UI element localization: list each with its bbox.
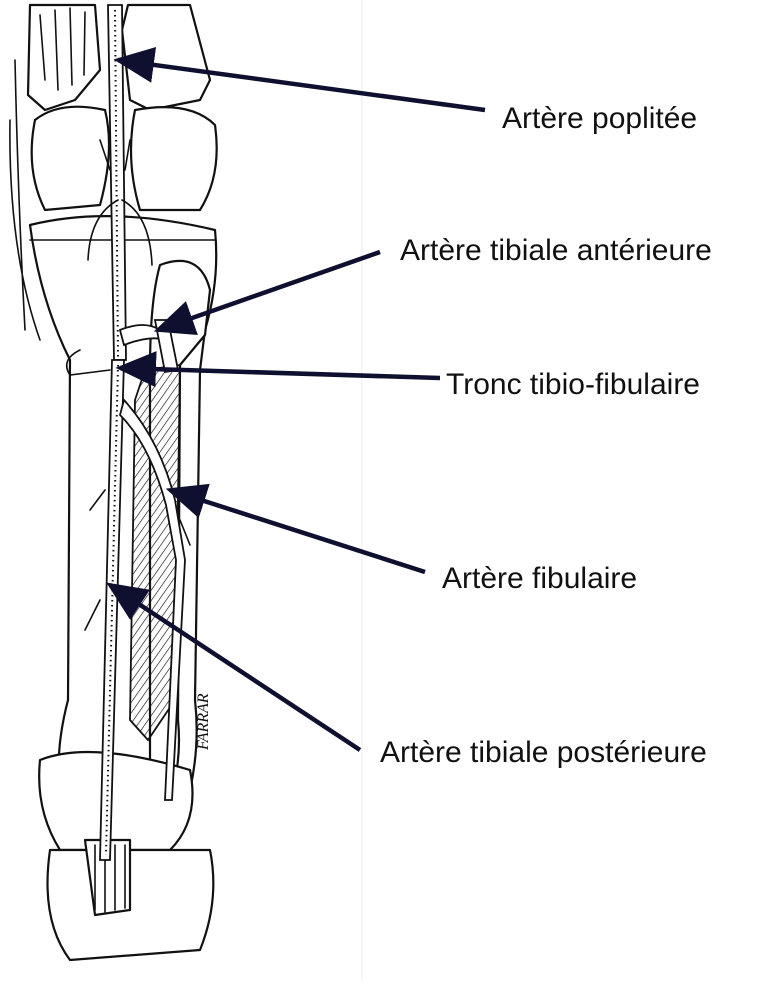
arrow-fibulaire <box>170 490 425 572</box>
label-tibiale-posterieure: Artère tibiale postérieure <box>380 738 707 768</box>
label-tibiale-anterieure: Artère tibiale antérieure <box>400 236 712 266</box>
label-fibulaire: Artère fibulaire <box>442 564 637 594</box>
label-tronc-tibio-fibulaire: Tronc tibio-fibulaire <box>446 370 700 400</box>
ankle-bones <box>39 752 213 960</box>
label-poplitea: Artère poplitée <box>502 104 697 134</box>
artist-signature: FARRAR <box>195 693 212 751</box>
